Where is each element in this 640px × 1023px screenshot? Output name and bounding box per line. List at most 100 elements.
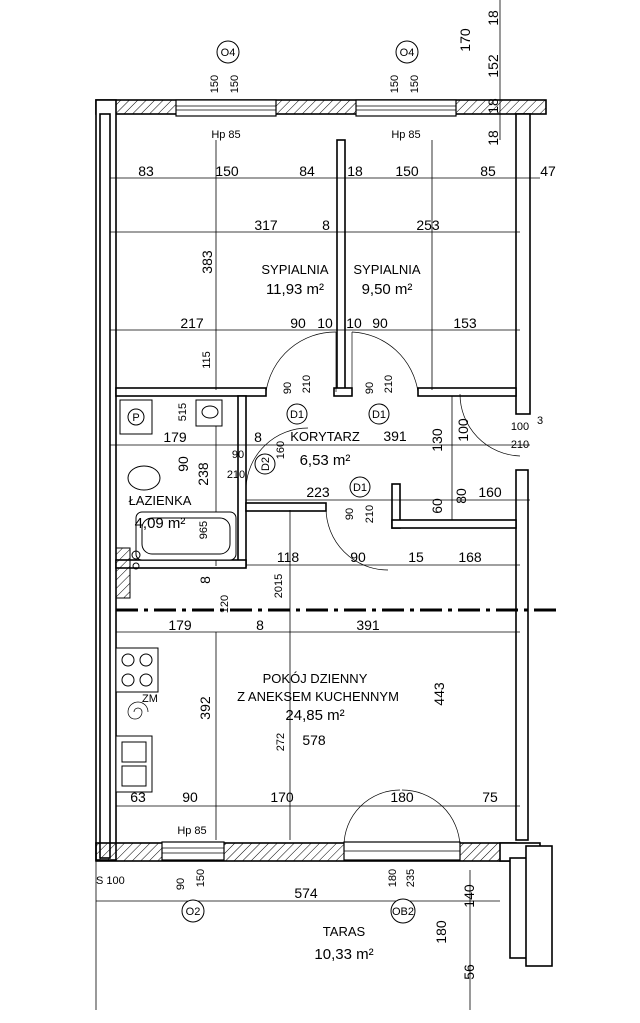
dim-d2-90: 90 [232,449,244,461]
dim-r1-18: 18 [347,163,363,179]
dim-v8: 8 [197,576,213,584]
corridor-dim: 391 [383,428,407,444]
wall-terrace-right2 [525,845,553,967]
marker-o4-left: O4 [221,47,236,59]
dim-r8-180: 180 [390,789,414,805]
label-210: 210 [511,439,529,451]
marker-d1-right: D1 [372,409,386,421]
marker-d2: D2 [260,457,272,471]
room-name-terrace: TARAS [323,924,366,939]
dim-r5-223: 223 [306,484,330,500]
sill-label-bottom: Hp 85 [177,825,206,837]
dim-v60: 60 [429,498,445,514]
dim-r8-63: 63 [130,789,146,805]
wall-bedroom-divider [336,139,346,391]
room-name-bedroom-1: SYPIALNIA [261,262,329,277]
door-swings [245,331,521,847]
dim-b-235: 235 [405,869,417,887]
dim-b-150: 150 [195,869,207,887]
dim-r3-90b: 90 [372,315,388,331]
wall-top [95,99,547,115]
dim-door-90a: 90 [282,382,294,394]
cabinet [115,547,131,599]
dim-d2-210: 210 [227,469,245,481]
spiral-symbol [127,701,149,720]
dim-r1-84: 84 [299,163,315,179]
wall-bedroom2-bottom [417,387,517,397]
room-area-bathroom: 4,09 m² [135,515,186,532]
dim-v130: 130 [429,428,445,452]
dim-d1c-210: 210 [364,505,376,523]
dim-top-18c: 18 [485,130,501,146]
dim-r3-90a: 90 [290,315,306,331]
dim-r3-153: 153 [453,315,477,331]
label-100: 100 [511,421,529,433]
room-area-living: 24,85 m² [285,707,344,724]
dim-v965: 965 [198,521,210,539]
room-name-living-1: POKÓJ DZIENNY [263,671,368,686]
wall-right-lower [515,469,529,841]
marker-ob2: OB2 [392,906,414,918]
label-p: P [132,412,139,424]
dim-v272: 272 [275,733,287,751]
marker-o2: O2 [186,906,201,918]
wall-corridor-bottom-left [245,502,327,512]
room-area-corridor: 6,53 m² [300,452,351,469]
dim-door-210a: 210 [301,375,313,393]
dim-r6-118: 118 [277,549,300,565]
dim-b-574: 574 [294,885,318,901]
room-name-bedroom-2: SYPIALNIA [353,262,421,277]
dim-r6-168: 168 [458,549,482,565]
dim-door-90b: 90 [364,382,376,394]
dim-r1-150a: 150 [215,163,239,179]
toilet [127,465,161,491]
marker-d1-corridor: D1 [353,482,367,494]
room-name-corridor: KORYTARZ [290,429,360,444]
wall-bath-bottom [115,559,247,569]
dim-top-170: 170 [457,28,473,52]
sill-label-left: Hp 85 [211,129,240,141]
wall-bedroom-mid-bottom [333,387,353,397]
dimension-lines [95,0,560,1010]
label-3: 3 [537,415,543,427]
dim-r3-10a: 10 [317,315,333,331]
walls [95,99,553,967]
dim-578: 578 [302,732,326,748]
dim-v2015: 2015 [273,574,285,598]
dim-r2-317: 317 [254,217,278,233]
room-name-living-2: Z ANEKSEM KUCHENNYM [237,689,399,704]
dim-r8-90: 90 [182,789,198,805]
dim-r1-150b: 150 [395,163,419,179]
marker-d1-left: D1 [290,409,304,421]
dim-v392: 392 [197,696,213,720]
stove [115,647,159,693]
dim-b-90: 90 [175,878,187,890]
dim-r7-8: 8 [256,617,264,633]
dim-r5-160: 160 [478,484,502,500]
dim-r-56: 56 [461,964,477,980]
wall-left-inner [99,113,111,859]
room-area-terrace: 10,33 m² [314,946,373,963]
dim-r3-217: 217 [180,315,204,331]
label-s100: S 100 [96,875,125,887]
dim-v238: 238 [195,462,211,486]
dim-r4-8: 8 [254,429,262,445]
dim-win-4: 150 [409,75,421,93]
dim-v443: 443 [431,682,447,706]
dim-win-3: 150 [389,75,401,93]
wall-corridor-return [391,519,517,529]
dim-r6-90: 90 [350,549,366,565]
dim-top-18a: 18 [485,10,501,26]
dim-win-1: 150 [209,75,221,93]
dim-b-180: 180 [387,869,399,887]
dim-top-152: 152 [485,54,501,78]
room-area-bedroom-1: 11,93 m² [266,281,324,298]
dim-r2-8: 8 [322,217,330,233]
markers [181,40,419,924]
windows [161,99,461,861]
dim-top-18b: 18 [485,98,501,114]
dim-r-180: 180 [433,920,449,944]
dim-r6-15: 15 [408,549,424,565]
dim-v160: 160 [275,441,287,459]
